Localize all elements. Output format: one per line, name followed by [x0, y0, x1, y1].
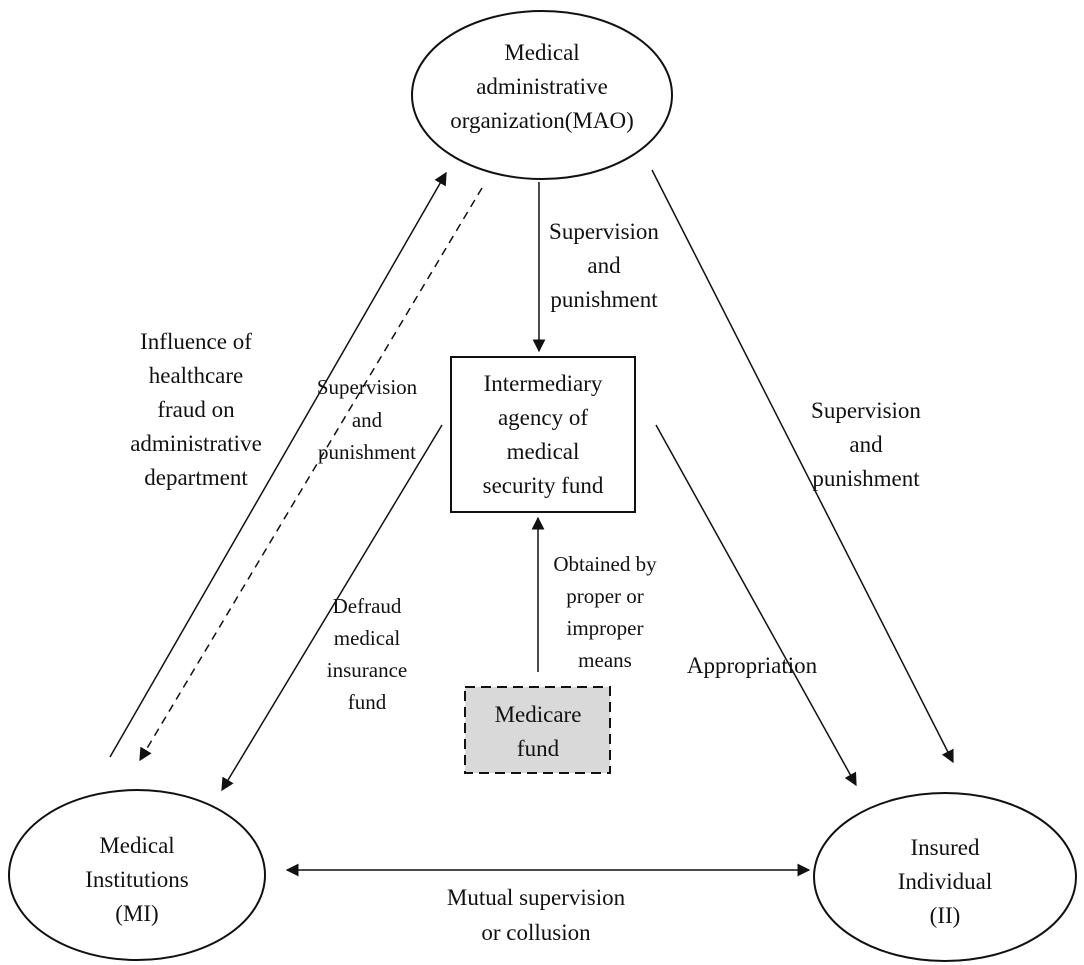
label-sup-ii-line-3: punishment	[812, 466, 920, 491]
label-obtained-line-1: Obtained by	[553, 552, 657, 576]
node-fund-line-2: fund	[517, 736, 560, 761]
node-medical-institutions: Medical Institutions (MI)	[8, 789, 266, 961]
node-mi-line-2: Institutions	[85, 867, 189, 892]
node-agency-line-2: agency of	[498, 405, 588, 430]
node-agency-line-1: Intermediary	[484, 371, 603, 396]
node-mao-line-1: Medical	[504, 40, 579, 65]
edge-agency-to-mi-defraud	[221, 424, 443, 792]
label-sup-mi-line-2: and	[352, 408, 383, 432]
label-mutual-line-2: or collusion	[481, 920, 591, 945]
label-sup-mi-line-1: Supervision	[317, 375, 418, 399]
node-intermediary-agency: Intermediary agency of medical security …	[450, 356, 636, 513]
label-sup-agency-line-3: punishment	[550, 287, 658, 312]
label-influence: Influence of healthcare fraud on adminis…	[130, 329, 262, 490]
node-mao-line-2: administrative	[476, 74, 608, 99]
label-sup-agency-line-1: Supervision	[549, 219, 659, 244]
label-mutual-line-1: Mutual supervision	[447, 885, 626, 910]
node-fund-line-1: Medicare	[495, 702, 582, 727]
label-influence-line-2: healthcare	[149, 363, 243, 388]
label-defraud-line-2: medical	[334, 626, 401, 650]
node-medicare-fund: Medicare fund	[464, 686, 611, 774]
label-appropriation: Appropriation	[687, 653, 818, 678]
node-agency-line-3: medical	[507, 439, 580, 464]
edge-agency-to-ii-appropriation	[655, 424, 857, 787]
node-mi-line-1: Medical	[99, 833, 174, 858]
label-obtained-line-4: means	[578, 648, 632, 672]
label-influence-line-5: department	[144, 465, 248, 490]
edge-mao-to-ii-supervision	[651, 169, 954, 764]
node-ii-line-1: Insured	[911, 835, 980, 860]
label-sup-ii-line-1: Supervision	[811, 398, 921, 423]
label-obtained-line-3: improper	[567, 616, 644, 640]
label-influence-line-4: administrative	[130, 431, 262, 456]
label-defraud-line-3: insurance	[327, 658, 407, 682]
label-mutual: Mutual supervision or collusion	[447, 885, 626, 945]
label-influence-line-3: fraud on	[157, 397, 235, 422]
label-supervision-mi: Supervision and punishment	[317, 375, 418, 464]
label-influence-line-1: Influence of	[140, 329, 252, 354]
edge-mi-to-mao-influence	[109, 171, 447, 758]
label-sup-mi-line-3: punishment	[318, 440, 416, 464]
node-agency-line-4: security fund	[483, 473, 604, 498]
node-ii-line-3: (II)	[930, 903, 961, 928]
label-sup-ii-line-2: and	[849, 432, 883, 457]
node-mao: Medical administrative organization(MAO)	[411, 10, 673, 180]
node-ii-line-2: Individual	[898, 869, 993, 894]
label-sup-agency-line-2: and	[587, 253, 621, 278]
label-obtained: Obtained by proper or improper means	[553, 552, 657, 672]
node-insured-individual: Insured Individual (II)	[813, 792, 1077, 962]
label-defraud-line-1: Defraud	[333, 594, 402, 618]
label-obtained-line-2: proper or	[566, 584, 644, 608]
label-supervision-agency: Supervision and punishment	[549, 219, 659, 312]
label-appropriation-line-1: Appropriation	[687, 653, 818, 678]
node-mi-line-3: (MI)	[115, 901, 158, 926]
node-mao-line-3: organization(MAO)	[450, 108, 634, 133]
label-defraud: Defraud medical insurance fund	[327, 594, 407, 714]
label-defraud-line-4: fund	[348, 690, 387, 714]
label-supervision-ii: Supervision and punishment	[811, 398, 921, 491]
